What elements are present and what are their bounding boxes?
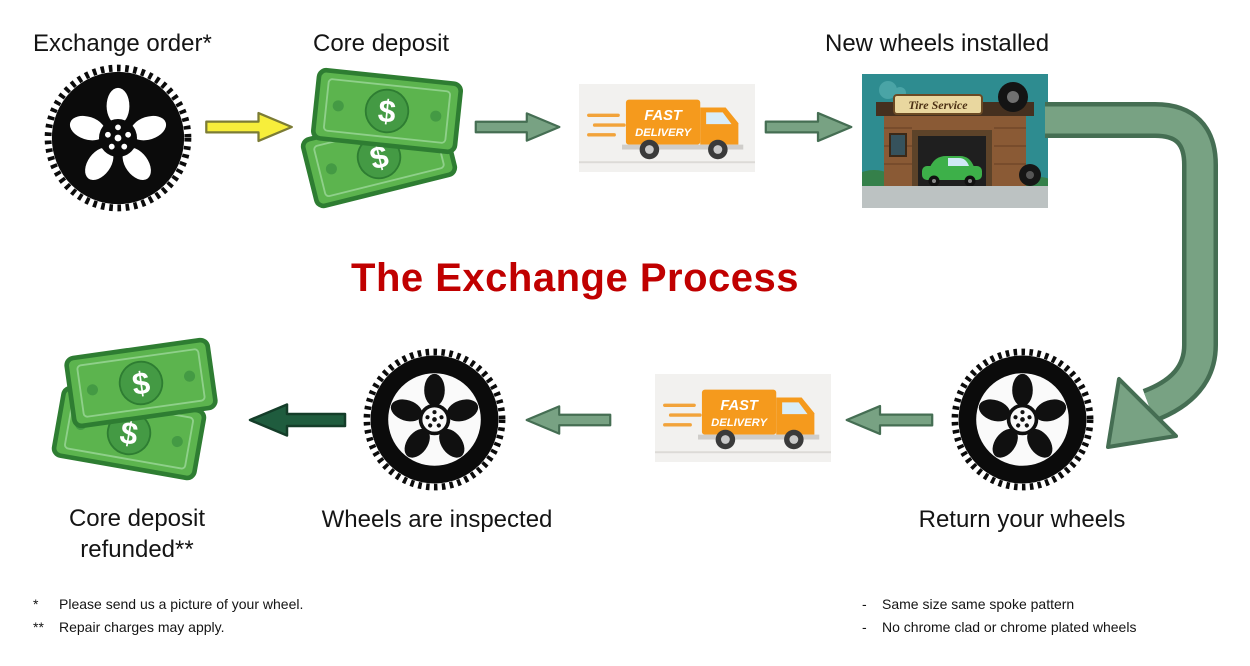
black-wheel-icon <box>42 62 194 214</box>
curved-arrow-shop-to-return-icon <box>1030 95 1230 470</box>
note-marker: - <box>862 619 867 635</box>
diagram-title: The Exchange Process <box>351 256 799 300</box>
arrow-order-to-deposit-icon <box>202 109 297 145</box>
return-wheel-icon <box>949 346 1096 493</box>
arrow-shipping-to-shop-icon <box>764 109 854 145</box>
dollar-bill-front <box>309 66 466 155</box>
footnote-text: Please send us a picture of your wheel. <box>59 596 304 612</box>
arrow-shipping-to-inspection-icon <box>524 402 612 438</box>
arrow-deposit-to-shipping-icon <box>474 109 562 145</box>
footnote-marker: * <box>33 596 39 612</box>
label-new-wheels-installed: New wheels installed <box>825 30 1050 57</box>
money-bills-icon <box>298 72 470 202</box>
note-text: No chrome clad or chrome plated wheels <box>882 619 1137 635</box>
footnote-text: Repair charges may apply. <box>59 619 225 635</box>
label-wheels-are-inspected: Wheels are inspected <box>321 506 553 533</box>
footnote-repair-charges: ** Repair charges may apply. <box>33 619 224 635</box>
footnote-wheel-picture: * Please send us a picture of your wheel… <box>33 596 303 612</box>
shop-sign-text: Tire Service <box>908 98 968 112</box>
label-core-deposit-refunded: Core deposit refunded** <box>68 505 206 564</box>
label-return-your-wheels: Return your wheels <box>918 506 1126 533</box>
money-refund-bills-icon <box>52 342 232 482</box>
label-exchange-order: Exchange order* <box>33 30 212 57</box>
note-same-size-pattern: - Same size same spoke pattern <box>862 596 1074 612</box>
footnote-marker: ** <box>33 619 44 635</box>
arrow-inspection-to-refund-icon <box>246 400 348 440</box>
inspected-wheel-icon <box>361 346 508 493</box>
return-delivery-truck-icon <box>654 374 832 462</box>
arrow-return-to-shipping-icon <box>844 402 934 438</box>
note-text: Same size same spoke pattern <box>882 596 1075 612</box>
note-no-chrome-wheels: - No chrome clad or chrome plated wheels <box>862 619 1136 635</box>
tire-service-shop-icon: Tire Service <box>862 74 1048 208</box>
delivery-truck-icon <box>578 84 756 172</box>
note-marker: - <box>862 596 867 612</box>
label-core-deposit: Core deposit <box>313 30 450 57</box>
